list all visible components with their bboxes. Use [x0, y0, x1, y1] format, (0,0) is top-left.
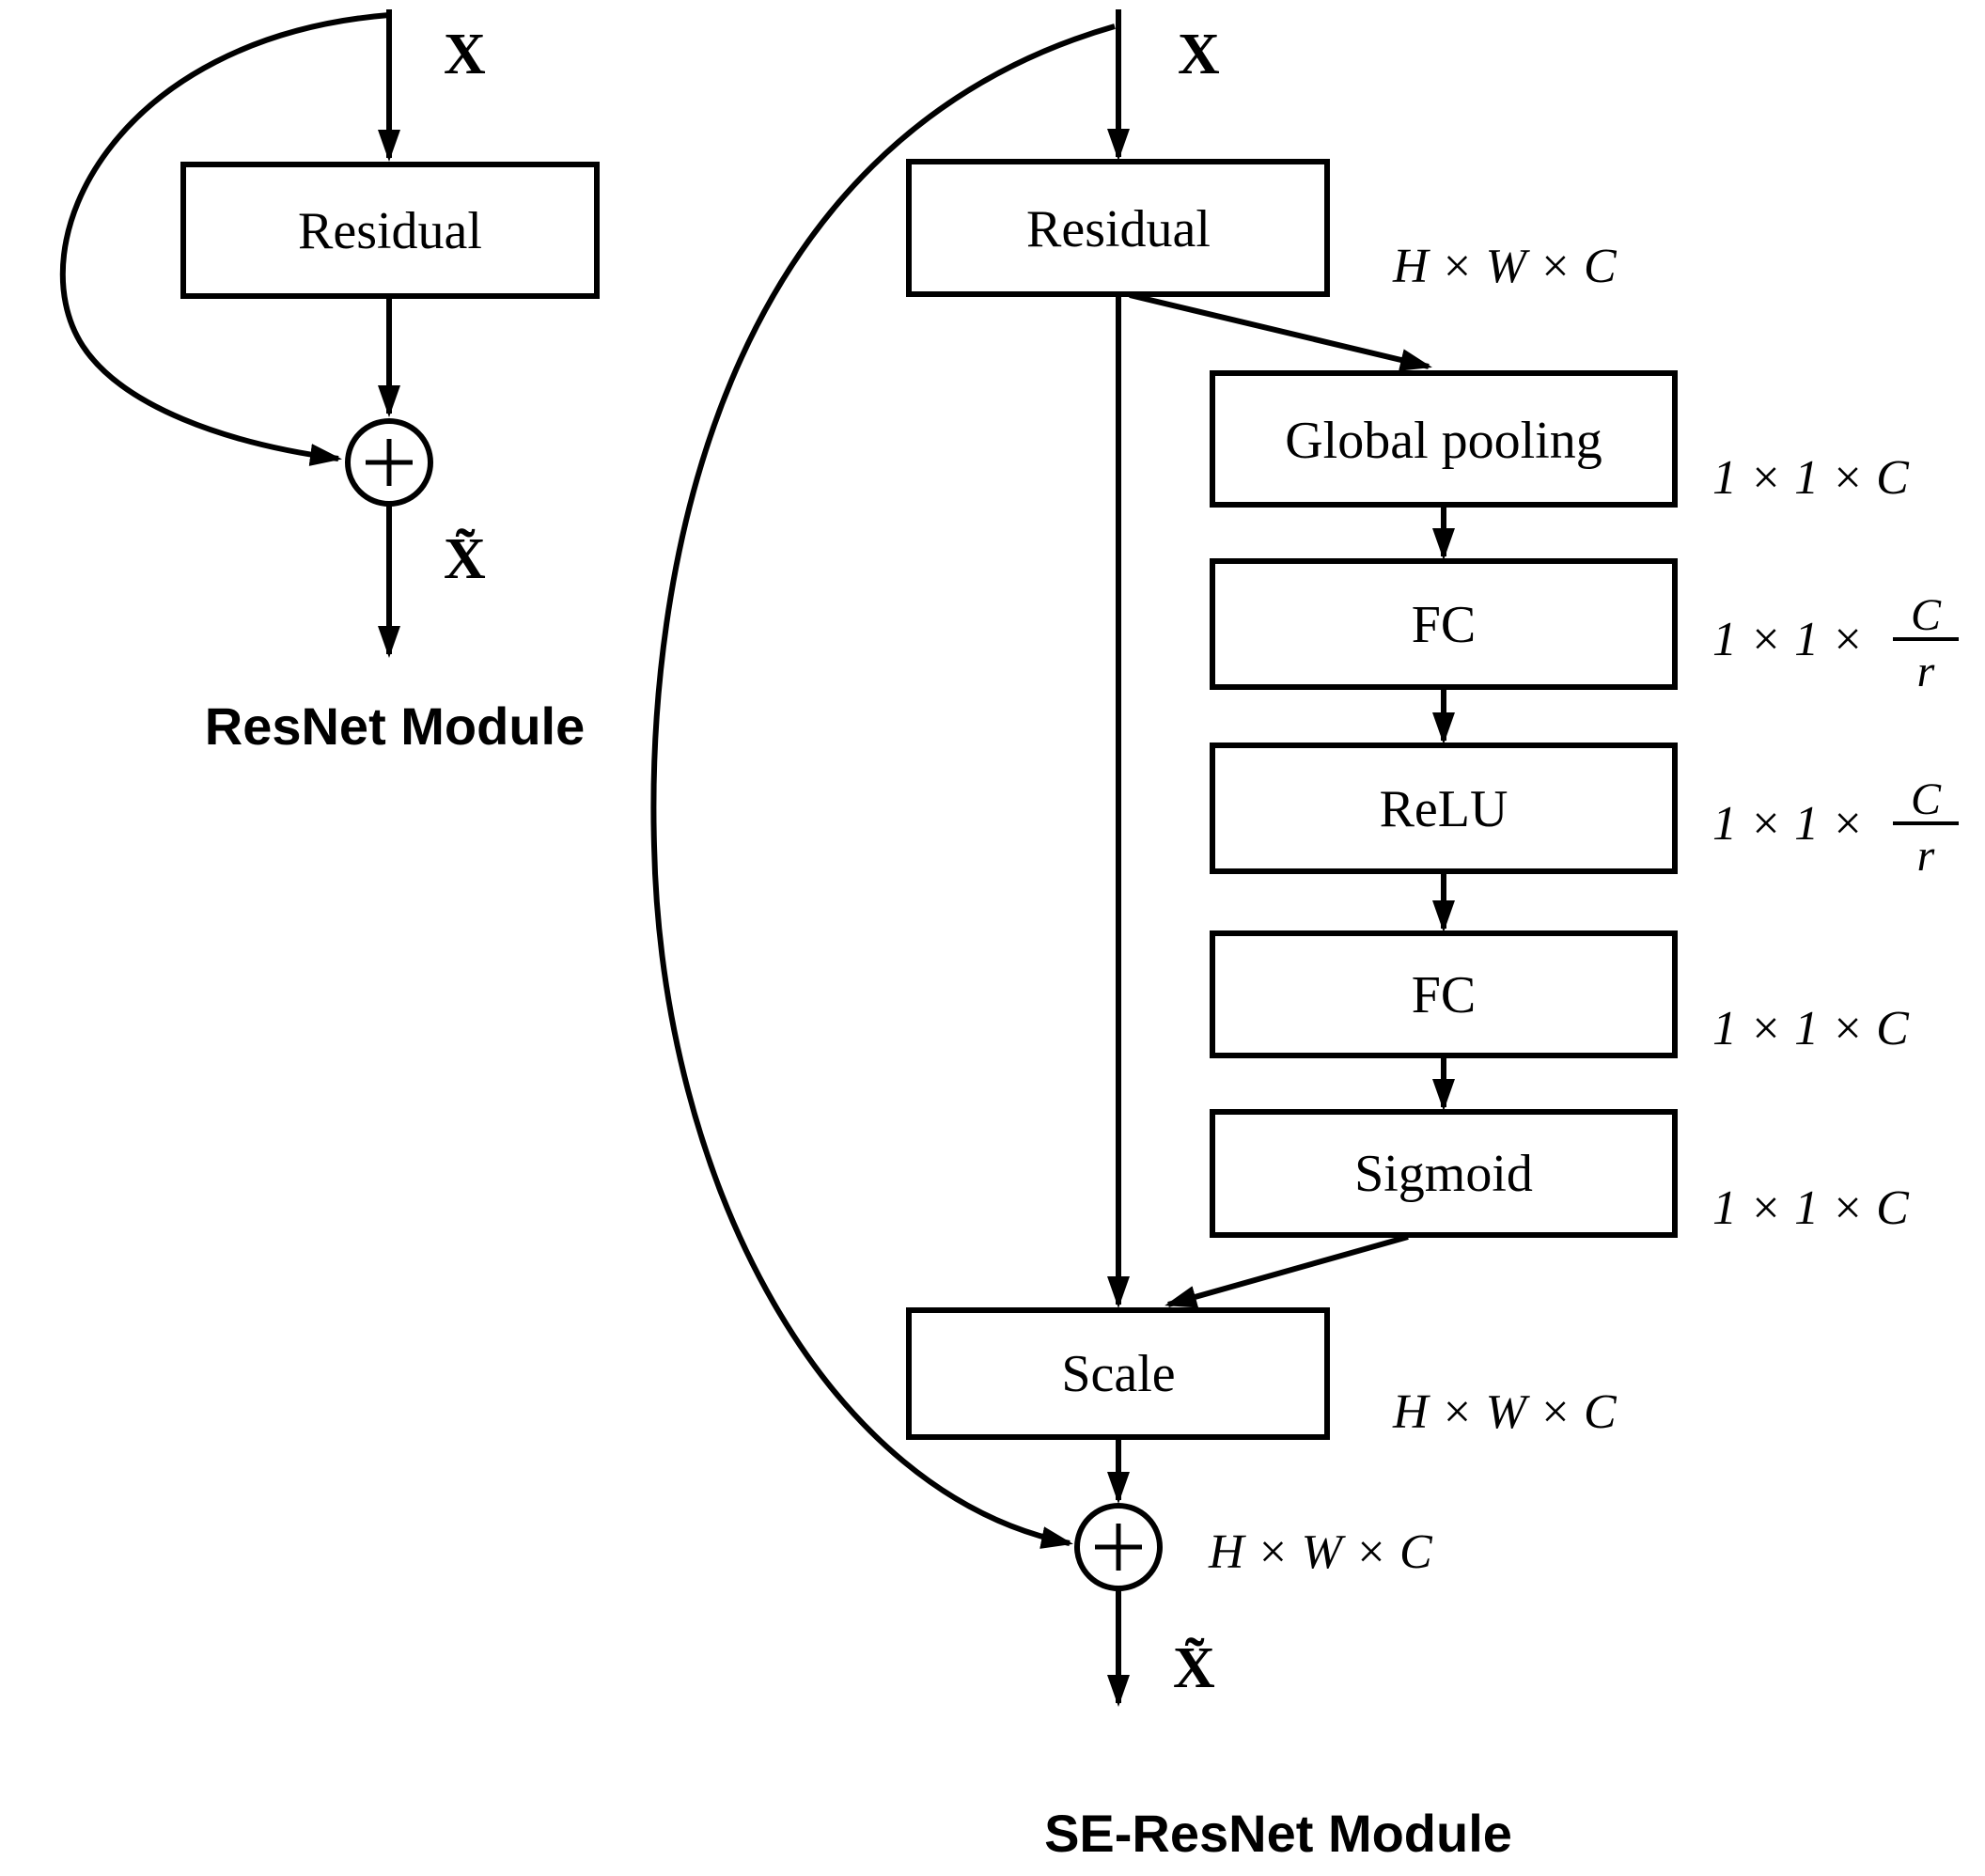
- se-fc1-dim-prefix: 1 × 1 ×: [1712, 613, 1864, 666]
- se-fc1-dim: 1 × 1 × C r: [1712, 590, 1959, 696]
- se-resnet-module-diagram: X Residual H × W × C Global pooling 1 × …: [650, 9, 1959, 1863]
- se-fc1-label: FC: [1412, 596, 1477, 654]
- se-sigmoid-to-scale-arrow: [1164, 1234, 1409, 1308]
- se-input-label: X: [1178, 23, 1220, 86]
- resnet-input-label: X: [444, 23, 486, 86]
- se-resnet-caption: SE-ResNet Module: [1044, 1804, 1512, 1863]
- se-fc2-label: FC: [1412, 966, 1477, 1024]
- se-sigmoid-box: [1210, 1109, 1678, 1238]
- se-residual-label: Residual: [1026, 200, 1211, 258]
- se-scale-label: Scale: [1061, 1345, 1175, 1403]
- se-output-label: X̃: [1173, 1636, 1215, 1700]
- se-scale-box: [906, 1307, 1330, 1440]
- se-fc1-dim-frac-num: C: [1911, 590, 1942, 640]
- se-relu-dim-frac-den: r: [1917, 831, 1935, 881]
- se-sigmoid-label: Sigmoid: [1354, 1145, 1533, 1203]
- resnet-skip-connection-curve: [59, 12, 390, 466]
- se-sigmoid-dim: 1 × 1 × C: [1712, 1181, 1910, 1235]
- se-sum-dim: H × W × C: [1208, 1525, 1433, 1579]
- se-global-pooling-dim: 1 × 1 × C: [1712, 451, 1910, 505]
- se-residual-dim: H × W × C: [1392, 240, 1618, 293]
- se-residual-to-pooling-arrow: [1129, 292, 1432, 371]
- se-scale-dim: H × W × C: [1392, 1385, 1618, 1439]
- se-plus-icon: [1095, 1524, 1142, 1571]
- se-relu-dim: 1 × 1 × C r: [1712, 774, 1959, 881]
- se-skip-connection-curve: [650, 23, 1116, 1549]
- se-relu-dim-prefix: 1 × 1 ×: [1712, 797, 1864, 851]
- resnet-output-label: X̃: [444, 527, 486, 591]
- resnet-module-diagram: X Residual X̃ ResNet Module: [59, 9, 600, 756]
- se-relu-dim-frac-num: C: [1911, 774, 1942, 824]
- se-residual-box: [906, 159, 1330, 297]
- se-relu-label: ReLU: [1380, 780, 1508, 838]
- resnet-residual-box: [180, 162, 600, 299]
- resnet-plus-icon: [366, 439, 413, 486]
- se-fc2-dim: 1 × 1 × C: [1712, 1002, 1910, 1055]
- resnet-caption: ResNet Module: [205, 696, 586, 756]
- se-fc2-box: [1210, 930, 1678, 1058]
- se-global-pooling-label: Global pooling: [1285, 412, 1602, 470]
- se-fc1-dim-frac-den: r: [1917, 647, 1935, 696]
- resnet-residual-label: Residual: [298, 202, 482, 260]
